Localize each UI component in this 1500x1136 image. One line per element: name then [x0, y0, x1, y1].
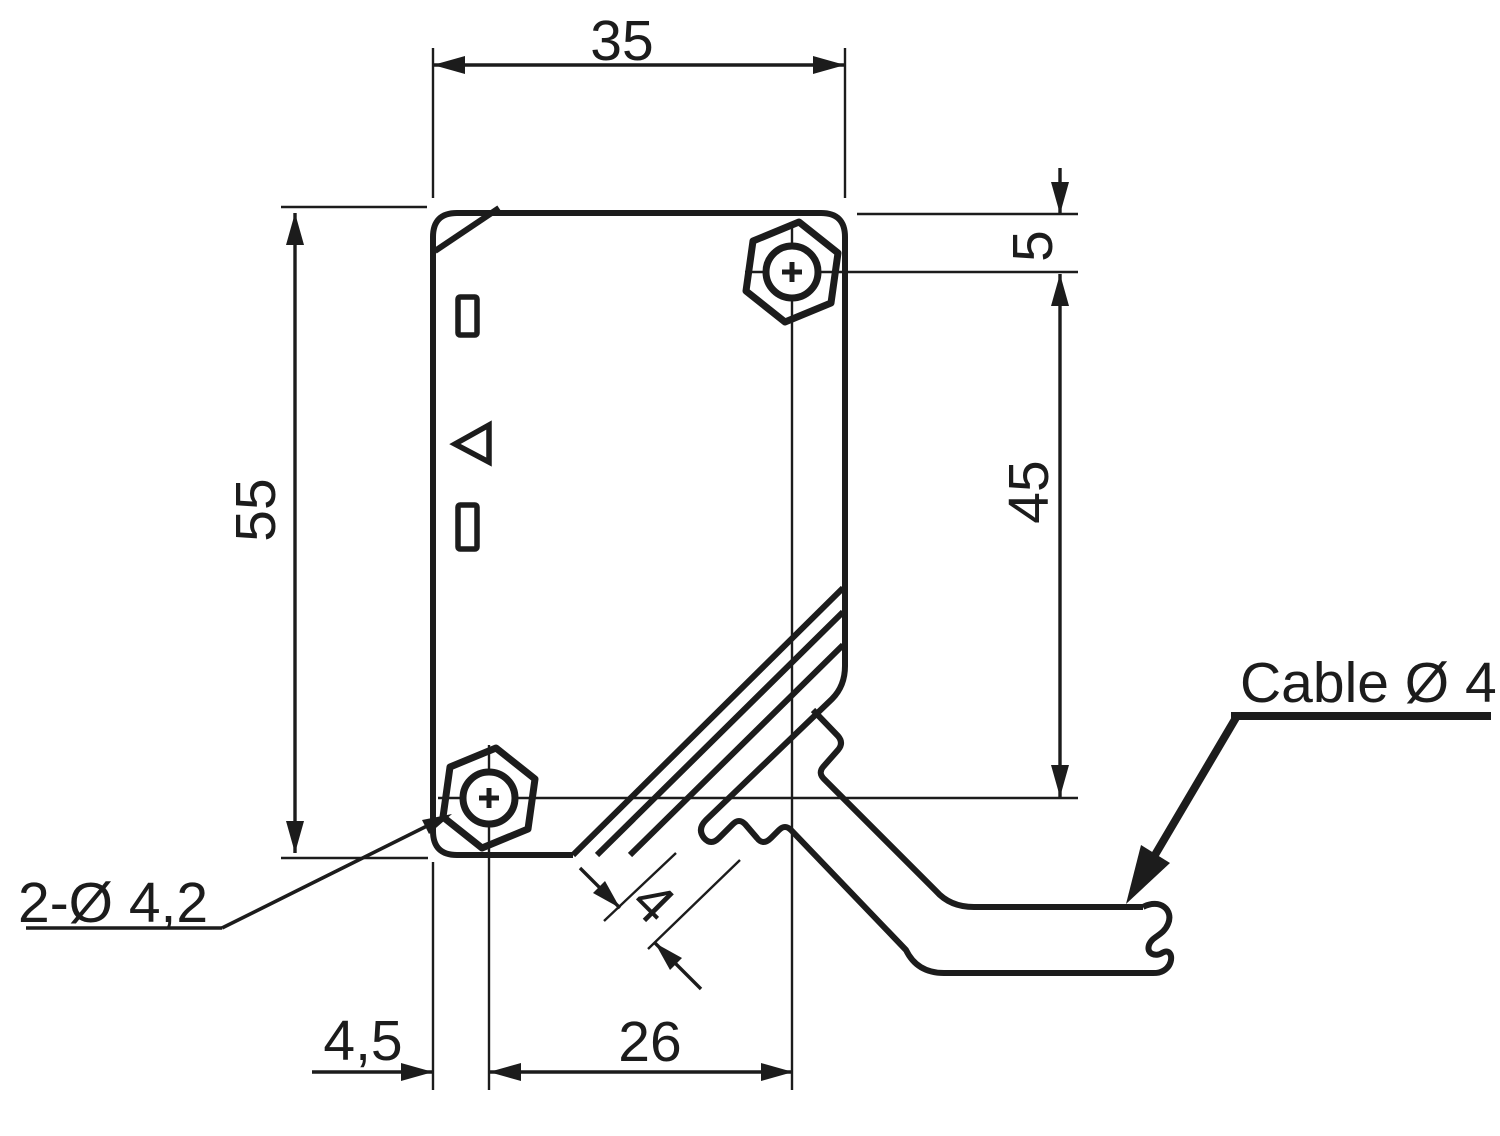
- cable-gland-outline: [810, 707, 1143, 910]
- dimension-55: 55: [224, 213, 304, 853]
- dim-text-35: 35: [590, 9, 653, 73]
- arrow-diag-down-right-icon: [593, 881, 620, 908]
- mounting-hole-top: [762, 242, 822, 302]
- arrow-down-icon: [1051, 765, 1069, 797]
- indicator-led-top: [455, 294, 480, 338]
- dim-text-45: 45: [997, 460, 1061, 523]
- sensor-body: [430, 205, 1175, 977]
- dim-text-5: 5: [1001, 230, 1065, 262]
- indicator-led-bottom: [455, 502, 480, 552]
- leader-arrow-icon: [422, 814, 452, 834]
- arrow-left-icon: [433, 56, 465, 74]
- leader-line: [221, 820, 436, 930]
- arrow-up-icon: [286, 213, 304, 245]
- label-cable: Cable Ø 4: [1126, 651, 1497, 904]
- cable-break-symbol: [1141, 900, 1175, 977]
- label-mounting-holes: 2-Ø 4,2: [18, 814, 452, 935]
- label-text-mounting-holes: 2-Ø 4,2: [18, 871, 208, 935]
- dimension-26: 26: [489, 1010, 793, 1081]
- dim-text-4: 4: [620, 869, 688, 937]
- extension-lines: [281, 48, 1078, 1090]
- arrow-down-icon: [1051, 182, 1069, 214]
- arrow-right-icon: [401, 1063, 433, 1081]
- slant-ridge-line-1: [570, 585, 846, 858]
- cable-leader-line: [1148, 713, 1241, 863]
- slant-ridge-line-3: [627, 642, 846, 858]
- dim-text-4-5: 4,5: [323, 1009, 402, 1073]
- mounting-hole-top-cross-icon: [782, 262, 802, 282]
- optical-axis-triangle-icon: [449, 420, 492, 467]
- slant-ridge-line-2: [594, 609, 846, 858]
- arrow-right-icon: [761, 1063, 793, 1081]
- arrow-right-icon: [813, 56, 845, 74]
- mounting-hole-bottom: [459, 768, 519, 828]
- label-text-cable: Cable Ø 4: [1240, 651, 1497, 715]
- body-outline: [430, 210, 1150, 976]
- ext-line-4-lower: [647, 859, 741, 950]
- dimension-4-5: 4,5: [312, 1009, 433, 1081]
- dim-text-26: 26: [618, 1010, 681, 1074]
- arrow-up-icon: [1051, 274, 1069, 306]
- arrow-down-icon: [286, 821, 304, 853]
- cable-leader-arrow-icon: [1126, 845, 1170, 904]
- ext-line-4-upper: [603, 852, 677, 922]
- corner-chamfer-line: [433, 205, 501, 254]
- arrow-left-icon: [489, 1063, 521, 1081]
- dimension-45: 45: [997, 274, 1069, 797]
- dimension-5: 5: [1001, 168, 1069, 262]
- mounting-hole-bottom-cross-icon: [479, 788, 499, 808]
- dimension-35: 35: [433, 9, 845, 74]
- arrow-diag-up-left-icon: [655, 943, 682, 970]
- dim-text-55: 55: [224, 478, 288, 541]
